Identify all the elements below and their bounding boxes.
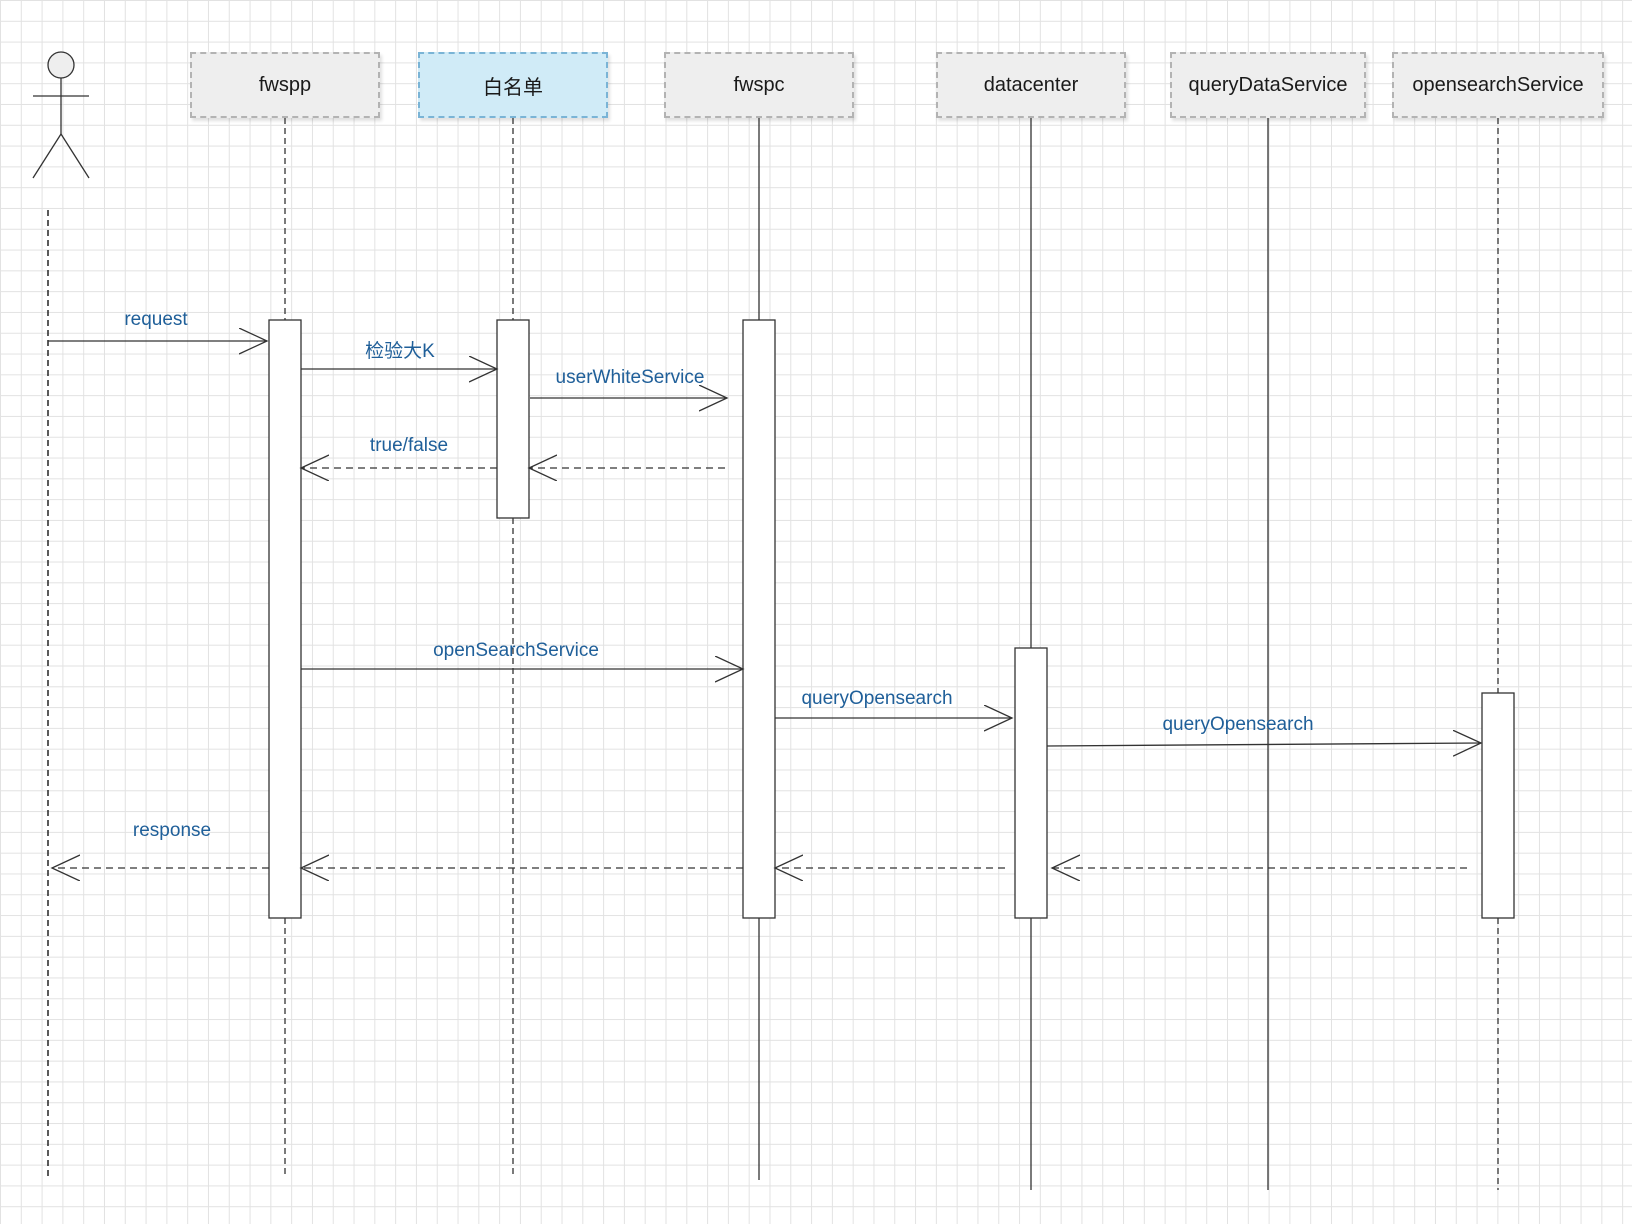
arrow-queryopensearch-2 [1046,743,1481,746]
actor-figure[interactable] [32,51,90,179]
participant-label: datacenter [983,73,1079,96]
participant-label: fwspc [733,73,785,96]
participant-label: queryDataService [1188,73,1348,96]
participant-querydataservice[interactable]: queryDataService [1170,52,1366,118]
message-label-queryopensearch-2: queryOpensearch [1162,714,1314,735]
participant-datacenter[interactable]: datacenter [936,52,1126,118]
message-label-request: request [124,309,188,330]
activation-bar-fwspc [742,319,776,919]
participant-label: 白名单 [483,76,543,99]
message-label-check-bigk: 检验大K [365,341,435,362]
activation-bar-opensearchservice [1481,692,1515,919]
activation-bar-fwspp [268,319,302,919]
message-label-userwhiteservice: userWhiteService [555,367,705,388]
message-label-queryopensearch-1: queryOpensearch [801,688,953,709]
activation-bar-datacenter [1014,647,1048,919]
participant-opensearchservice[interactable]: opensearchService [1392,52,1604,118]
message-label-opensearchservice: openSearchService [433,640,599,661]
message-label-true-false: true/false [369,435,449,456]
participant-fwspp[interactable]: fwspp [190,52,380,118]
participant-fwspc[interactable]: fwspc [664,52,854,118]
message-label-response: response [132,820,212,841]
activation-bar-whitelist [496,319,530,519]
participant-whitelist[interactable]: 白名单 [418,52,608,118]
participant-label: opensearchService [1412,73,1584,96]
participant-label: fwspp [258,73,312,96]
